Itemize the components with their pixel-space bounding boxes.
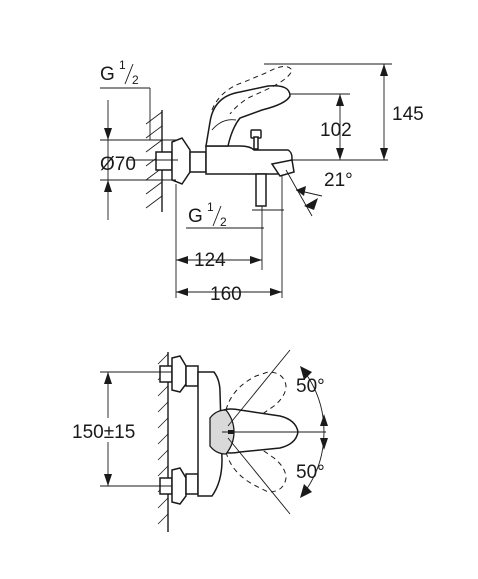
arc-up [305,373,325,433]
label-outlet-thread: G 1 2 [188,200,227,229]
angle-up-label: 50° [296,376,325,397]
thread-sub: 2 [220,215,227,229]
label-inlet-thread: G 1 2 [100,58,139,87]
dim-160-label: 160 [210,284,242,305]
inlet-connector [155,151,173,171]
angle-up-ray [227,349,291,427]
nut-top [185,365,199,387]
side-view: G 1 2 Ø70 102 145 21° G 1 [100,58,424,305]
rosette-top [171,355,187,393]
angle-21-ray [285,169,313,217]
angle-down-label: 50° [296,462,325,483]
rosette [171,137,191,185]
dim-124-label: 124 [194,250,226,271]
dim-angle-label: 21° [324,170,353,191]
diverter-stem [253,136,259,150]
thread-sup: 1 [119,58,126,72]
rosette-bottom [171,467,187,505]
shower-outlet [255,173,267,207]
lever-handle [205,84,291,147]
thread-sub: 2 [132,73,139,87]
arc-down [305,431,325,491]
thread-main: G [100,64,115,85]
thread-main: G [188,206,203,227]
thread-sup: 1 [207,200,214,214]
nut [189,151,207,173]
angle-down-ray [227,437,291,515]
lever-detail [211,119,237,131]
nut-bottom [185,473,199,495]
dim-centers-bg [70,418,146,442]
front-view: 150±15 50° 50° [70,349,328,532]
dim-centers-label: 150±15 [72,422,135,443]
dim-diameter-label: Ø70 [100,154,136,175]
dim-102-label: 102 [320,120,352,141]
spout-tip [270,159,295,177]
dim-145-label: 145 [392,104,424,125]
lever-ghost-position [211,66,293,115]
inlet-top-connector [159,365,173,383]
